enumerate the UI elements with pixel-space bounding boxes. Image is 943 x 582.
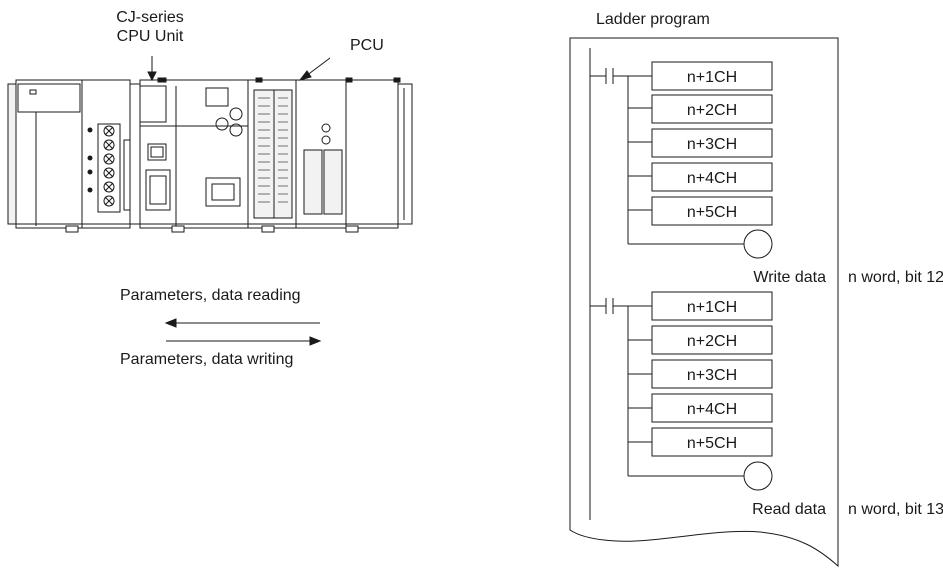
read-word-box-5: [651, 427, 773, 457]
write-word-1: n+1CH: [687, 69, 737, 86]
write-word-box-1: [651, 61, 773, 91]
read-word-box-2: [651, 325, 773, 355]
write-bit-label: n word, bit 12: [848, 269, 943, 286]
reading-arrow: [164, 318, 320, 328]
arrow-reading-label: Parameters, data reading: [120, 287, 301, 304]
read-rung: [590, 291, 773, 491]
pcu-connector-pins: [258, 97, 288, 203]
write-rung: [590, 61, 773, 259]
terminal-screws: [103, 125, 115, 207]
writing-arrow: [166, 336, 322, 346]
read-data-coil-label: Read data: [752, 501, 826, 518]
write-word-5: n+5CH: [687, 204, 737, 221]
read-word-labels: n+1CH n+2CH n+3CH n+4CH n+5CH: [687, 299, 737, 452]
read-word-1: n+1CH: [687, 299, 737, 316]
read-word-3: n+3CH: [687, 367, 737, 384]
write-word-box-3: [651, 128, 773, 158]
write-word-box-4: [651, 162, 773, 192]
read-word-box-4: [651, 393, 773, 423]
read-word-2: n+2CH: [687, 333, 737, 350]
write-coil: [743, 229, 773, 259]
read-word-box-1: [651, 291, 773, 321]
cpu-unit-label-line2: CPU Unit: [116, 28, 184, 45]
plc-rack-illustration: [7, 77, 413, 233]
ladder-program-title: Ladder program: [596, 11, 710, 28]
write-word-box-5: [651, 196, 773, 226]
cpu-unit-label-line1: CJ-series: [116, 9, 184, 26]
read-word-box-3: [651, 359, 773, 389]
pcu-label: PCU: [350, 37, 384, 54]
arrow-writing-label: Parameters, data writing: [120, 351, 294, 368]
read-word-4: n+4CH: [687, 401, 737, 418]
write-word-3: n+3CH: [687, 136, 737, 153]
cpu-unit-label: CJ-series CPU Unit: [100, 8, 200, 46]
write-word-box-2: [651, 94, 773, 124]
read-bit-label: n word, bit 13: [848, 501, 943, 518]
write-word-4: n+4CH: [687, 170, 737, 187]
read-coil: [743, 461, 773, 491]
cpu-pointer-arrow: [147, 56, 157, 82]
write-word-2: n+2CH: [687, 102, 737, 119]
write-data-coil-label: Write data: [753, 269, 826, 286]
pcu-pointer-arrow: [298, 57, 331, 81]
write-word-labels: n+1CH n+2CH n+3CH n+4CH n+5CH: [687, 69, 737, 221]
read-word-5: n+5CH: [687, 435, 737, 452]
